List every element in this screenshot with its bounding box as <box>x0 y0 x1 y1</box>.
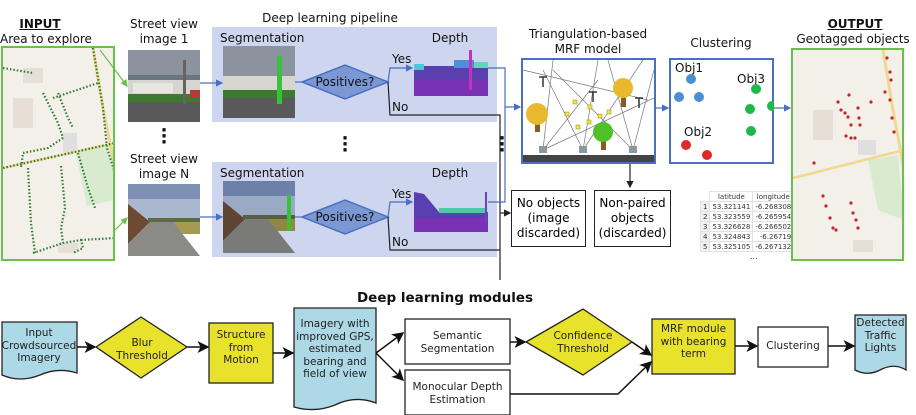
semantic-segmentation-node <box>404 318 511 365</box>
table-header-longitude: longitude <box>752 191 795 202</box>
table-ellipsis: ... <box>750 252 758 261</box>
obj2-point <box>702 150 712 160</box>
depth-label-2: Depth <box>431 166 469 180</box>
mrf-title-line2: MRF model <box>554 42 622 56</box>
mrf-graph <box>522 59 655 162</box>
segmentation-image-2 <box>223 181 295 253</box>
obj1-point <box>694 92 704 102</box>
input-map-graphic <box>3 48 113 259</box>
obj3-point <box>767 101 774 111</box>
segmentation-label-2: Segmentation <box>220 166 305 180</box>
no-objects-line3: discarded) <box>516 226 581 240</box>
obj3-point <box>746 126 756 136</box>
non-paired-line3: (discarded) <box>598 226 667 240</box>
obj3-point <box>751 84 761 94</box>
street-view-image-n <box>128 184 200 256</box>
obj1-label: Obj1 <box>675 61 704 75</box>
output-map <box>791 48 904 261</box>
ellipsis-pipeline: ··· <box>341 128 349 161</box>
top-connectors <box>99 49 792 280</box>
clustering-title: Clustering <box>690 36 752 50</box>
ellipsis-routing: ··· <box>498 128 506 161</box>
segmentation-image-1 <box>223 46 295 118</box>
positives-label-2: Positives? <box>315 210 375 224</box>
obj3-label: Obj3 <box>737 72 766 86</box>
input-heading: INPUT <box>19 17 61 31</box>
street-view-1-label-line2: image 1 <box>139 32 189 46</box>
yes-label-1: Yes <box>392 52 412 66</box>
improved-imagery-node <box>293 307 377 411</box>
mrf-module-node <box>651 318 736 375</box>
modules-title: Deep learning modules <box>356 290 534 306</box>
depth-map-1 <box>414 50 488 96</box>
clustering-text: Clustering <box>766 340 820 352</box>
no-label-1: No <box>392 100 409 114</box>
pipeline-title: Deep learning pipeline <box>262 11 398 25</box>
structure-from-motion-node <box>208 322 274 384</box>
clustering-node <box>757 326 829 368</box>
no-objects-line1: No objects <box>516 196 581 210</box>
obj2-point <box>681 140 691 150</box>
street-view-image-1 <box>128 50 200 122</box>
non-paired-line2: objects <box>610 211 655 225</box>
table-header-latitude: latitude <box>709 191 754 202</box>
monocular-depth-node <box>404 369 511 415</box>
input-map <box>1 46 115 261</box>
modules-flowchart <box>1 307 907 415</box>
obj1-point <box>674 92 684 102</box>
output-heading: OUTPUT <box>827 17 883 31</box>
output-map-graphic <box>793 50 902 259</box>
non-paired-line1: Non-paired <box>599 196 666 210</box>
ellipsis-images: ··· <box>160 120 168 153</box>
table-header-index <box>701 192 710 202</box>
no-label-2: No <box>392 235 409 249</box>
street-view-1-label-line1: Street view <box>130 17 198 31</box>
yes-label-2: Yes <box>392 187 412 201</box>
obj2-label: Obj2 <box>684 125 713 139</box>
camera-icon <box>539 146 637 153</box>
obj3-point <box>745 104 755 114</box>
input-subheading: Area to explore <box>0 32 92 46</box>
input-imagery-node <box>1 321 78 380</box>
depth-label-1: Depth <box>431 31 469 45</box>
segmentation-label-1: Segmentation <box>220 31 305 45</box>
positives-label-1: Positives? <box>315 75 375 89</box>
cluster-points <box>674 74 774 160</box>
no-objects-line2: (image <box>527 211 570 225</box>
street-view-n-label-line2: image N <box>138 167 190 181</box>
obj1-point <box>686 74 696 84</box>
output-subheading: Geotagged objects <box>796 32 910 46</box>
tree-icon <box>526 78 633 150</box>
depth-map-2 <box>414 192 488 232</box>
mrf-model-box <box>521 58 656 164</box>
mrf-title-line1: Triangulation-based <box>528 27 648 41</box>
detected-lights-node <box>854 314 907 374</box>
no-objects-box: No objects (image discarded) <box>511 190 586 247</box>
non-paired-box: Non-paired objects (discarded) <box>594 190 671 247</box>
street-view-n-label-line1: Street view <box>130 152 198 166</box>
